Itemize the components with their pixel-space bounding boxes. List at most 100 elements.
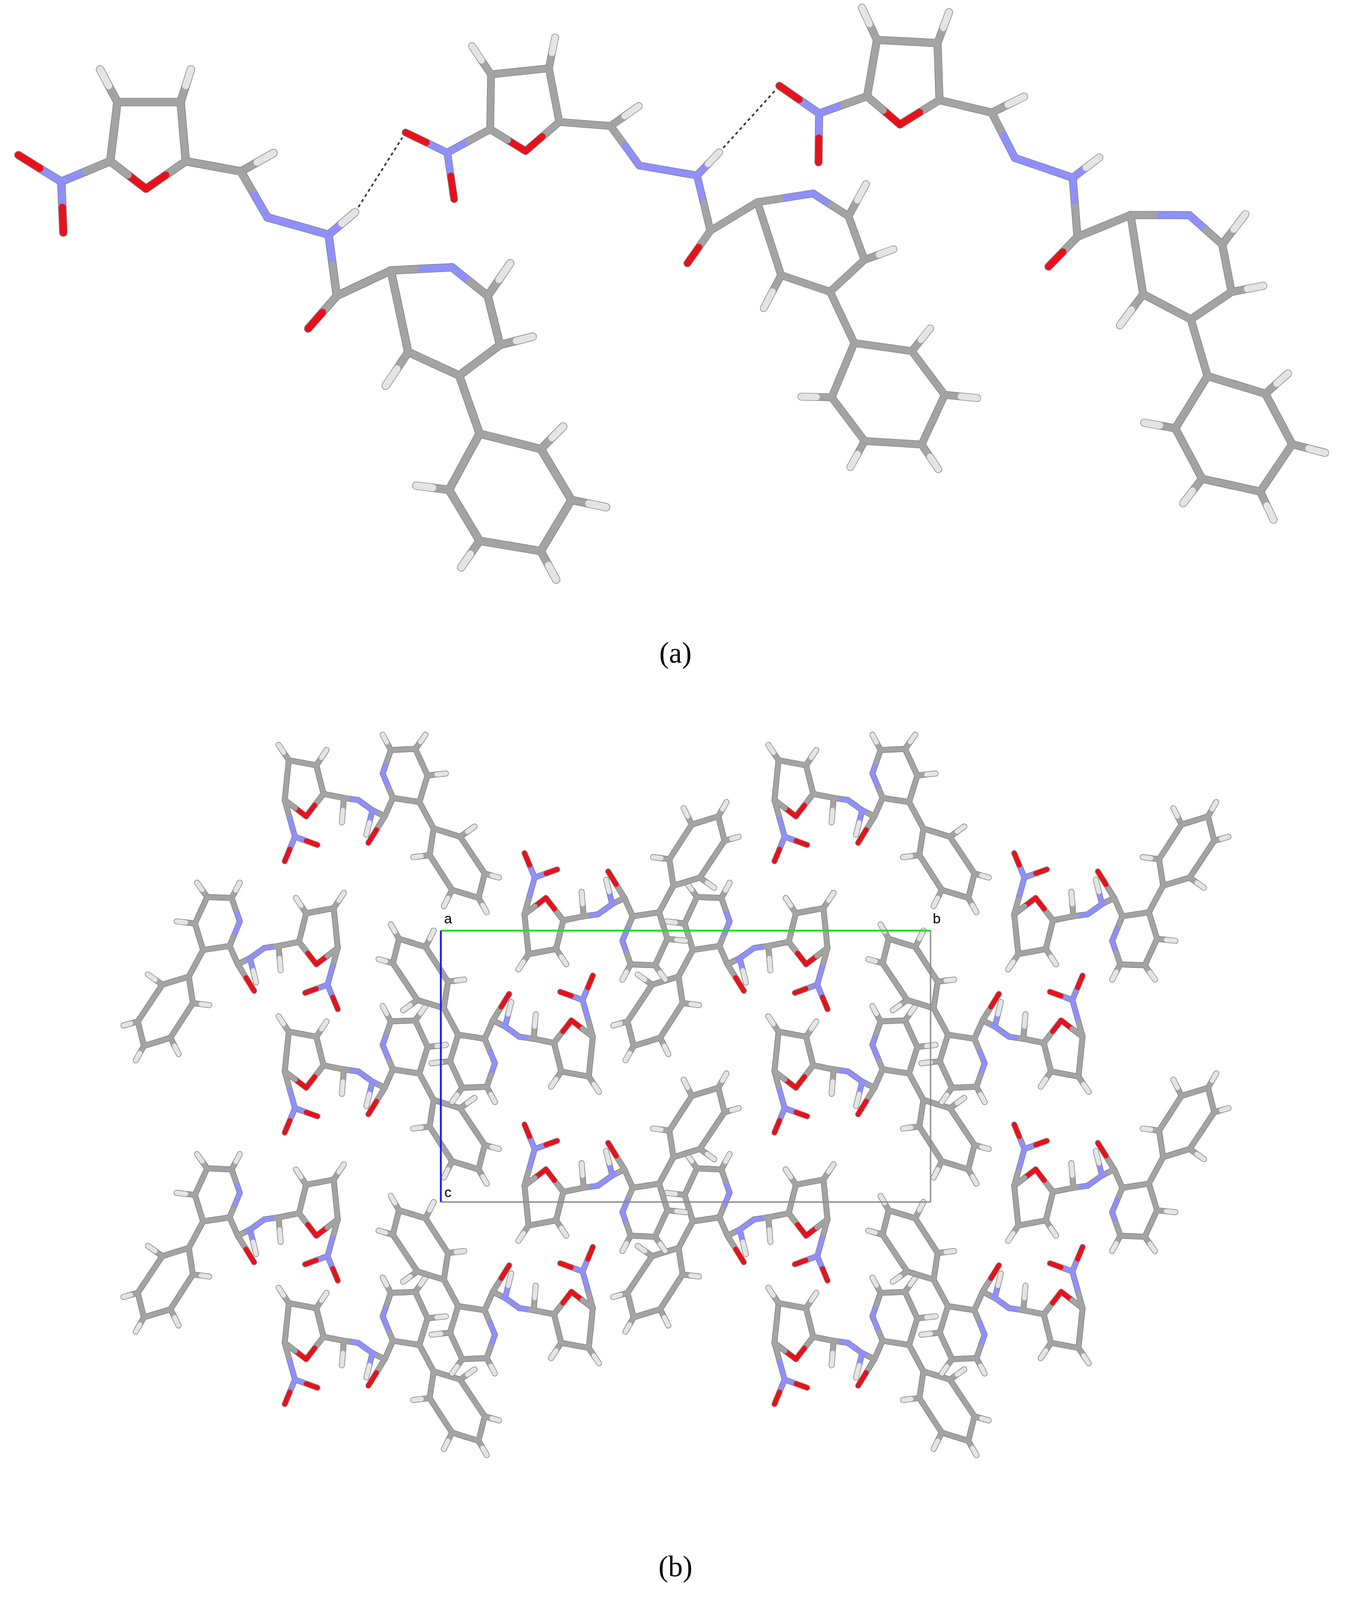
bond-outline — [962, 1397, 975, 1417]
bond-stick — [830, 290, 843, 319]
bond-stick — [332, 997, 338, 1010]
bond-stick — [332, 1218, 338, 1238]
bond-outline — [819, 103, 844, 115]
bond-outline — [197, 882, 202, 890]
bond-outline — [930, 1415, 943, 1433]
bond-outline — [279, 958, 281, 971]
bond-outline — [464, 433, 480, 462]
bond-stick — [990, 112, 1005, 136]
bond-outline — [286, 1302, 289, 1323]
bond-stick — [399, 311, 409, 353]
bond-stick — [855, 822, 860, 835]
bond-stick — [461, 554, 471, 568]
bond-stick — [467, 826, 475, 832]
bond-outline — [170, 1020, 182, 1038]
bond-outline — [690, 1004, 699, 1006]
bond-stick — [774, 1322, 777, 1343]
bond-stick — [781, 272, 806, 286]
bond-outline — [671, 1274, 683, 1292]
molecule — [123, 1153, 344, 1332]
bond-stick — [433, 363, 459, 376]
bond-stick — [420, 1277, 426, 1285]
bond-outline — [919, 1397, 931, 1416]
bond-stick — [552, 426, 564, 438]
bond-stick — [284, 1391, 290, 1405]
bond-stick — [18, 155, 40, 169]
bond-stick — [431, 828, 434, 842]
bond-stick — [1144, 422, 1160, 426]
bond-outline — [637, 974, 645, 980]
bond-stick — [336, 283, 364, 297]
bond-stick — [467, 1097, 475, 1103]
bond-stick — [416, 485, 433, 489]
bond-outline — [769, 958, 771, 971]
bond-stick — [246, 1248, 255, 1263]
bond-outline — [707, 152, 721, 164]
bond-stick — [431, 1371, 434, 1385]
bond-outline — [460, 1379, 473, 1398]
bond-outline — [811, 1292, 817, 1301]
bond-stick — [854, 339, 883, 350]
bond-stick — [436, 773, 446, 775]
bond-outline — [926, 1315, 936, 1317]
bond-stick — [123, 1023, 131, 1026]
bond-stick — [768, 1016, 773, 1024]
bond-outline — [855, 1093, 860, 1107]
bond-outline — [1160, 213, 1190, 218]
molecule — [757, 3, 1348, 523]
bond-outline — [1260, 467, 1277, 493]
bond-stick — [421, 267, 452, 269]
bond-outline — [664, 1045, 669, 1054]
bond-stick — [490, 127, 508, 143]
bond-outline — [137, 1274, 151, 1293]
bond-stick — [382, 734, 387, 743]
bond-outline — [706, 1217, 720, 1220]
bond-stick — [919, 1126, 931, 1144]
bond-stick — [962, 1397, 975, 1417]
bond-stick — [921, 1371, 924, 1385]
bond-stick — [176, 1192, 186, 1194]
bond-outline — [1276, 372, 1288, 385]
bond-outline — [762, 291, 775, 309]
bond-outline — [1174, 428, 1191, 454]
bond-outline — [690, 1275, 699, 1277]
bond-stick — [342, 1353, 344, 1366]
bond-outline — [150, 1256, 163, 1275]
bond-outline — [1221, 244, 1229, 269]
bond-outline — [366, 1364, 370, 1378]
bond-outline — [516, 336, 533, 341]
bond-stick — [440, 1415, 452, 1433]
bond-stick — [123, 1294, 131, 1298]
bond-stick — [185, 69, 191, 86]
bond-outline — [1308, 448, 1326, 454]
bond-stick — [831, 1353, 833, 1366]
bond-outline — [627, 1274, 640, 1293]
bond-stick — [176, 921, 186, 923]
bond-stick — [882, 1069, 897, 1072]
bond-outline — [855, 1364, 860, 1378]
bond-stick — [1183, 490, 1194, 504]
bond-stick — [1142, 294, 1168, 307]
bond-outline — [519, 68, 549, 72]
bond-stick — [697, 175, 704, 204]
bond-outline — [235, 882, 241, 890]
bond-outline — [957, 1097, 965, 1103]
bond-stick — [555, 474, 571, 500]
bond-outline — [148, 974, 156, 980]
bond-outline — [1134, 254, 1146, 295]
bond-stick — [1187, 453, 1204, 479]
bond-outline — [295, 1169, 301, 1177]
bond-outline — [831, 1353, 833, 1366]
bond-stick — [778, 85, 800, 100]
bond-stick — [516, 336, 533, 341]
bond-outline — [742, 970, 747, 983]
bond-stick — [1002, 135, 1017, 158]
bond-outline — [289, 818, 295, 837]
bond-outline — [639, 162, 669, 174]
bond-stick — [706, 945, 720, 949]
bond-stick — [472, 854, 485, 874]
bond-stick — [200, 1004, 209, 1006]
bond-outline — [368, 1100, 377, 1115]
bond-outline — [1189, 319, 1201, 348]
bond-stick — [779, 818, 785, 837]
